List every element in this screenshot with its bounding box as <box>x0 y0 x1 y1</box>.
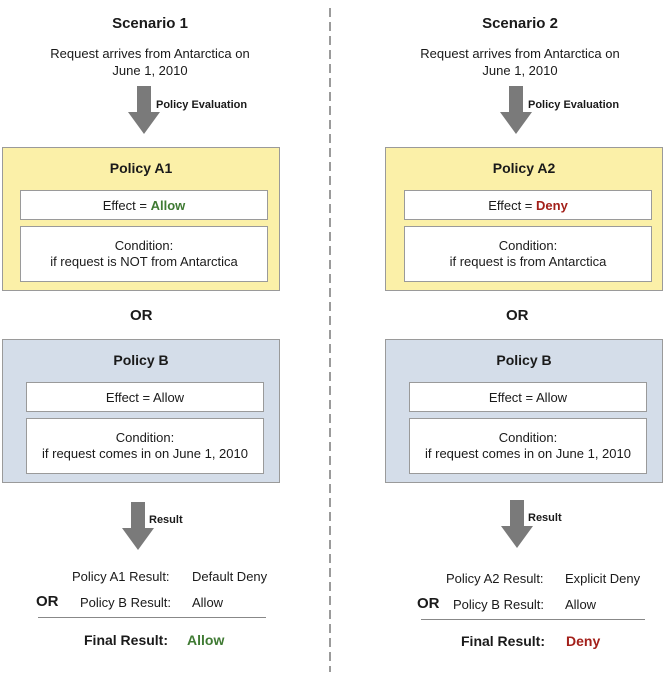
result-label: Policy B Result: <box>453 597 545 612</box>
policy-title: Policy A2 <box>492 160 556 176</box>
request-line-1: Request arrives from Antarctica on <box>50 46 250 61</box>
condition-label: Condition: <box>115 430 175 445</box>
scenario-divider <box>329 8 331 672</box>
policy-a2-box: Policy A2 Effect = Deny Condition: if re… <box>385 147 663 291</box>
final-result-label: Final Result: <box>461 633 546 649</box>
policy-b-box: Policy B Effect = Allow Condition: if re… <box>385 339 663 483</box>
effect-label: Effect = <box>102 197 151 213</box>
policy-b-box: Policy B Effect = Allow Condition: if re… <box>2 339 280 483</box>
policy-title: Policy B <box>496 352 552 368</box>
scenario-2-request: Request arrives from Antarctica on June … <box>390 45 650 79</box>
condition-text: if request comes in on June 1, 2010 <box>425 446 631 461</box>
result-value: Default Deny <box>192 569 268 584</box>
down-arrow-icon <box>501 500 533 548</box>
arrow-label-policy-evaluation: Policy Evaluation <box>156 99 248 111</box>
effect-value-deny: Deny <box>536 197 568 213</box>
result-value: Allow <box>192 595 224 610</box>
final-result-label: Final Result: <box>84 632 169 648</box>
condition-label: Condition: <box>114 238 174 253</box>
policy-title: Policy A1 <box>109 160 173 176</box>
condition-text: if request comes in on June 1, 2010 <box>42 446 248 461</box>
policy-a1-box: Policy A1 Effect = Allow Condition: if r… <box>2 147 280 291</box>
request-line-1: Request arrives from Antarctica on <box>420 46 620 61</box>
condition-text: if request is NOT from Antarctica <box>50 254 238 269</box>
result-value: Allow <box>565 597 597 612</box>
results-or-label: OR <box>36 593 59 610</box>
effect-label: Effect = <box>488 197 537 213</box>
condition-box: Condition: if request comes in on June 1… <box>409 418 647 474</box>
scenario-2-title: Scenario 2 <box>482 15 558 32</box>
or-label: OR <box>130 307 153 324</box>
final-result-value: Deny <box>566 633 601 649</box>
results-divider <box>421 619 645 620</box>
effect-box: Effect = Deny <box>404 190 652 220</box>
arrow-label-policy-evaluation: Policy Evaluation <box>528 99 620 111</box>
or-label: OR <box>506 307 529 324</box>
condition-text: if request is from Antarctica <box>449 254 607 269</box>
scenario-1-request: Request arrives from Antarctica on June … <box>20 45 280 79</box>
results-or-label: OR <box>417 595 440 612</box>
down-arrow-icon <box>500 86 532 134</box>
effect-box: Effect = Allow <box>409 382 647 412</box>
final-result-value: Allow <box>187 632 225 648</box>
down-arrow-icon <box>122 502 154 550</box>
result-label: Policy A1 Result: <box>72 569 170 584</box>
condition-box: Condition: if request comes in on June 1… <box>26 418 264 474</box>
condition-label: Condition: <box>498 430 558 445</box>
arrow-label-result: Result <box>528 512 562 524</box>
results-divider <box>38 617 266 618</box>
effect-value-allow: Allow <box>150 197 186 213</box>
effect-box: Effect = Allow <box>20 190 268 220</box>
effect-box: Effect = Allow <box>26 382 264 412</box>
result-label: Policy B Result: <box>80 595 172 610</box>
request-line-2: June 1, 2010 <box>112 63 188 78</box>
result-value: Explicit Deny <box>565 571 641 586</box>
result-label: Policy A2 Result: <box>446 571 544 586</box>
condition-box: Condition: if request is from Antarctica <box>404 226 652 282</box>
condition-label: Condition: <box>498 238 558 253</box>
policy-title: Policy B <box>113 352 169 368</box>
down-arrow-icon <box>128 86 160 134</box>
scenario-1-title: Scenario 1 <box>112 15 188 32</box>
arrow-label-result: Result <box>149 514 183 526</box>
request-line-2: June 1, 2010 <box>482 63 558 78</box>
condition-box: Condition: if request is NOT from Antarc… <box>20 226 268 282</box>
